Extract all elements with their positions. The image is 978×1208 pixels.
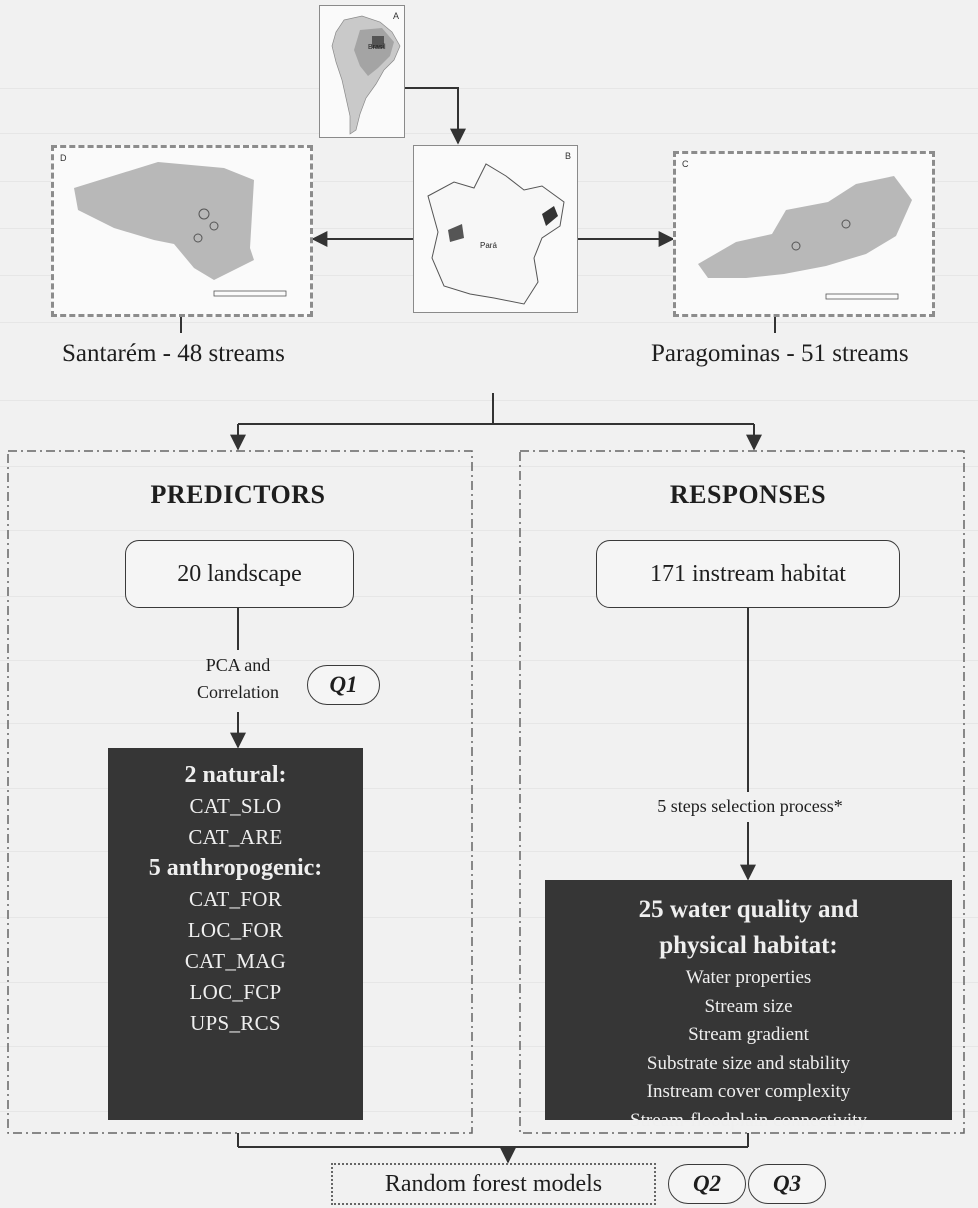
natural-header: 2 natural: <box>184 762 287 788</box>
map-c-letter: C <box>682 159 689 169</box>
random-forest-models-box: Random forest models <box>331 1163 656 1205</box>
pca-correlation-label: PCA and Correlation <box>183 652 293 706</box>
map-paragominas: C <box>673 151 935 317</box>
map-b-state-label: Pará <box>480 241 497 250</box>
site-label-paragominas: Paragominas - 51 streams <box>651 340 909 367</box>
landscape-variables-box: 20 landscape <box>125 540 354 608</box>
response-item: Stream gradient <box>688 1024 809 1045</box>
correlation-line: Correlation <box>197 682 279 702</box>
pca-line: PCA and <box>205 655 271 675</box>
map-santarem: D <box>51 145 313 317</box>
anthropogenic-header: 5 anthropogenic: <box>148 855 323 881</box>
map-b-letter: B <box>564 151 571 161</box>
responses-result-header-2: physical habitat: <box>659 932 838 959</box>
response-item: Water properties <box>685 967 812 988</box>
predictor-item: CAT_SLO <box>189 794 282 818</box>
question-q3-badge: Q3 <box>748 1164 826 1204</box>
paragominas-shape <box>698 176 912 300</box>
para-shape <box>427 163 565 305</box>
predictor-item: LOC_FCP <box>189 980 282 1004</box>
response-item: Stream-floodplain connectivity <box>630 1109 867 1131</box>
predictor-item: CAT_ARE <box>188 825 283 849</box>
response-item: Stream size <box>704 995 793 1017</box>
predictors-frame <box>7 450 473 1134</box>
selected-responses-box: 25 water quality and physical habitat: W… <box>545 880 952 1131</box>
map-para: B Pará <box>413 145 578 313</box>
response-item: Substrate size and stability <box>646 1052 851 1074</box>
map-a-country-label: Brasil <box>368 44 386 51</box>
question-q2-badge: Q2 <box>668 1164 746 1204</box>
site-label-santarem: Santarém - 48 streams <box>62 340 285 367</box>
map-a-letter: A <box>392 11 399 21</box>
predictor-item: CAT_MAG <box>184 949 287 973</box>
selected-predictors-box: 2 natural: CAT_SLO CAT_ARE 5 anthropogen… <box>108 748 363 1120</box>
predictor-item: UPS_RCS <box>190 1011 281 1035</box>
predictor-item: CAT_FOR <box>188 887 283 911</box>
instream-habitat-box: 171 instream habitat <box>596 540 900 608</box>
responses-frame <box>519 450 965 1134</box>
question-q1-badge: Q1 <box>307 665 380 705</box>
responses-result-header-1: 25 water quality and <box>638 896 859 923</box>
santarem-shape <box>74 162 287 297</box>
selection-process-label: 5 steps selection process* <box>657 796 843 816</box>
predictors-heading: PREDICTORS <box>150 480 326 509</box>
response-item: Instream cover complexity <box>646 1081 851 1102</box>
map-south-america: A Brasil <box>319 5 405 138</box>
south-america-shape <box>331 15 401 135</box>
responses-heading: RESPONSES <box>669 480 827 509</box>
map-d-letter: D <box>60 153 67 163</box>
predictor-item: LOC_FOR <box>187 918 284 942</box>
